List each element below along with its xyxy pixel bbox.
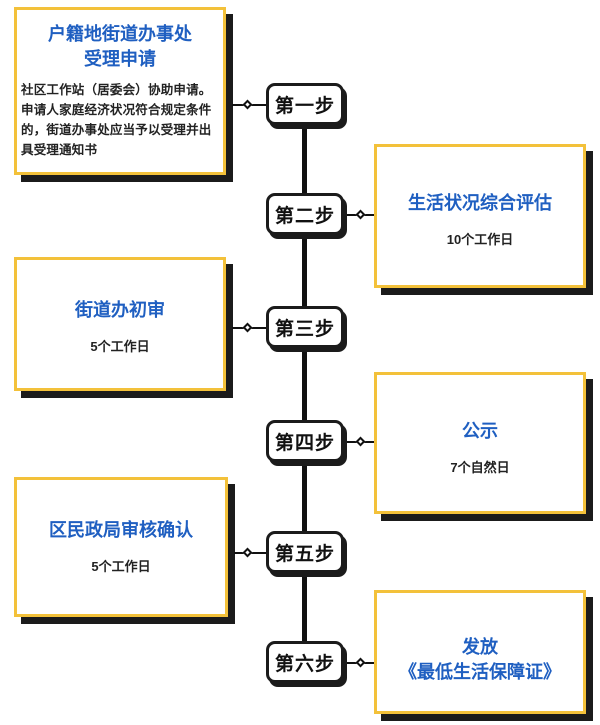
card-publicity: 公示 7个自然日 bbox=[374, 372, 586, 514]
connector-3-diamond bbox=[242, 322, 253, 333]
card-final-review: 区民政局审核确认 5个工作日 bbox=[14, 477, 228, 617]
card-assessment: 生活状况综合评估 10个工作日 bbox=[374, 144, 586, 288]
card-description: 社区工作站（居委会）协助申请。申请人家庭经济状况符合规定条件的，街道办事处应当予… bbox=[21, 83, 212, 157]
step-5-badge: 第五步 bbox=[266, 531, 344, 573]
card-duration: 7个自然日 bbox=[450, 460, 510, 475]
connector-6-diamond bbox=[355, 657, 366, 668]
step-6-badge: 第六步 bbox=[266, 641, 344, 683]
timeline-spine bbox=[302, 110, 307, 660]
connector-4-diamond bbox=[355, 436, 366, 447]
card-duration: 10个工作日 bbox=[446, 232, 514, 247]
step-3-badge: 第三步 bbox=[266, 306, 344, 348]
card-initial-review: 街道办初审 5个工作日 bbox=[14, 257, 226, 391]
card-title: 发放 《最低生活保障证》 bbox=[399, 637, 561, 682]
card-title: 区民政局审核确认 bbox=[49, 520, 193, 540]
card-title: 户籍地街道办事处 受理申请 bbox=[48, 24, 192, 69]
step-4-badge: 第四步 bbox=[266, 420, 344, 462]
connector-5-diamond bbox=[242, 547, 253, 558]
card-issuance: 发放 《最低生活保障证》 bbox=[374, 590, 586, 714]
step-1-badge: 第一步 bbox=[266, 83, 344, 125]
connector-1-diamond bbox=[242, 99, 253, 110]
card-title: 生活状况综合评估 bbox=[408, 193, 552, 213]
connector-2-diamond bbox=[355, 209, 366, 220]
card-title: 街道办初审 bbox=[75, 300, 165, 320]
card-title: 公示 bbox=[462, 421, 498, 441]
card-application: 户籍地街道办事处 受理申请 社区工作站（居委会）协助申请。申请人家庭经济状况符合… bbox=[14, 7, 226, 175]
card-duration: 5个工作日 bbox=[91, 559, 151, 574]
step-2-badge: 第二步 bbox=[266, 193, 344, 235]
card-duration: 5个工作日 bbox=[90, 339, 150, 354]
